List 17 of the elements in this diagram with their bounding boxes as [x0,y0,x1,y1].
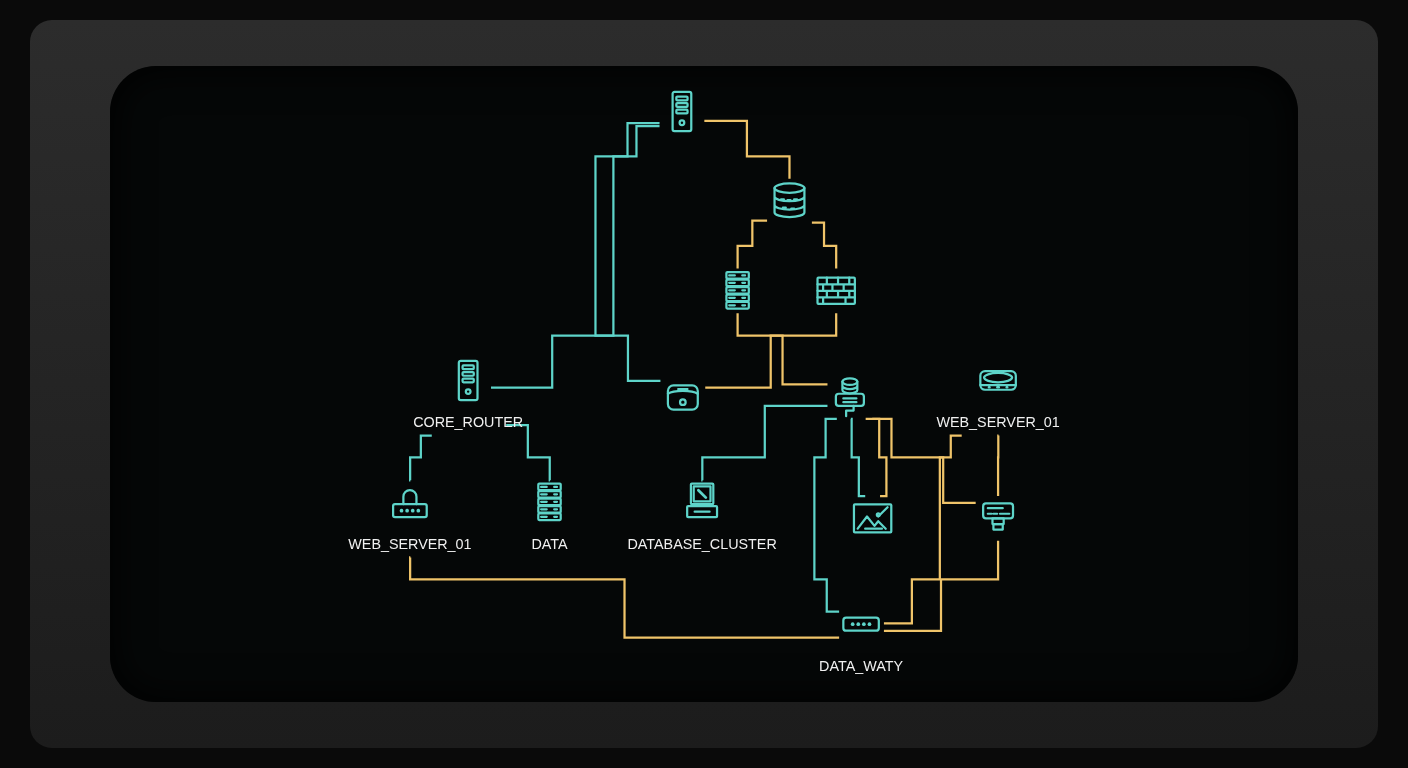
connector [811,221,838,270]
connector [865,417,888,498]
connector [736,312,828,386]
connector [409,434,432,482]
connector [996,434,1000,498]
connector [506,424,552,482]
connector [594,122,661,383]
connector [883,434,962,625]
connector [736,219,768,270]
connector [705,312,838,389]
connector [849,417,866,498]
connector [883,539,1000,632]
connector [491,125,660,389]
connector [409,556,840,639]
connector [813,417,840,613]
connector [704,119,791,180]
connector [701,404,828,482]
